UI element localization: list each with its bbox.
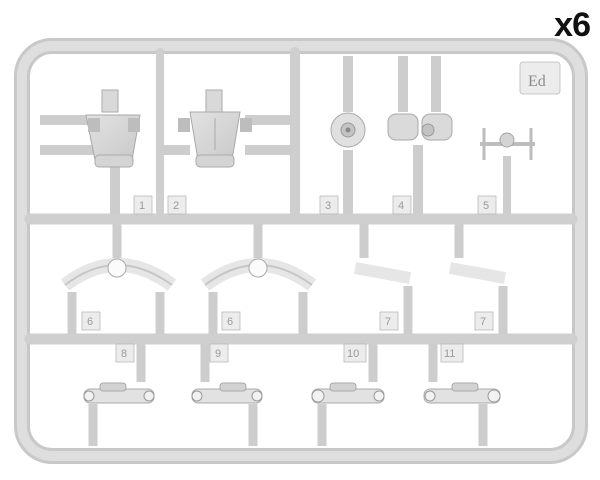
part-tag-9: 9 (209, 343, 229, 363)
part-9-rod (191, 344, 263, 446)
part-number: 4 (398, 200, 404, 212)
part-number: 5 (483, 200, 489, 212)
part-tag-6a: 6 (81, 311, 101, 331)
part-10-rod (311, 344, 385, 446)
part-tag-4: 4 (392, 195, 412, 215)
part-tag-3: 3 (319, 195, 339, 215)
part-tag-5: 5 (477, 195, 497, 215)
frame-id: Ed (528, 73, 546, 90)
part-8-rod (83, 344, 155, 446)
part-tag-1: 1 (133, 195, 153, 215)
part-number: 7 (480, 316, 486, 328)
part-number: 9 (215, 348, 221, 360)
part-number: 11 (444, 348, 455, 360)
frame-id-tag: Ed (519, 61, 561, 95)
part-number: 8 (121, 348, 127, 360)
part-number: 3 (325, 200, 331, 212)
runners (24, 47, 578, 345)
part-tag-6b: 6 (221, 311, 241, 331)
part-tag-11: 11 (440, 343, 464, 363)
part-tag-7b: 7 (474, 311, 494, 331)
part-number: 6 (87, 316, 93, 328)
part-11-rod (423, 344, 501, 446)
part-2-body (160, 89, 292, 168)
part-6-arm-b (200, 224, 317, 334)
part-tag-7a: 7 (379, 311, 399, 331)
part-tag-2: 2 (167, 195, 187, 215)
part-number: 2 (173, 200, 179, 212)
part-number: 10 (347, 348, 359, 360)
part-1-body (40, 89, 141, 214)
part-3-wheel (330, 56, 366, 214)
part-5-bracket (480, 128, 535, 214)
part-number: 6 (227, 316, 233, 328)
part-number-tags: 1 2 3 4 5 6 6 7 7 8 9 10 11 (81, 195, 497, 363)
part-tag-8: 8 (115, 343, 135, 363)
part-number: 1 (139, 200, 145, 212)
part-number: 7 (385, 316, 391, 328)
part-6-arm-a (60, 224, 177, 334)
part-4-drums (387, 56, 453, 214)
quantity-label: x6 (554, 6, 591, 44)
part-tag-10: 10 (343, 343, 367, 363)
part-7-lever-b (448, 224, 508, 334)
part-7-lever-a (353, 224, 413, 334)
